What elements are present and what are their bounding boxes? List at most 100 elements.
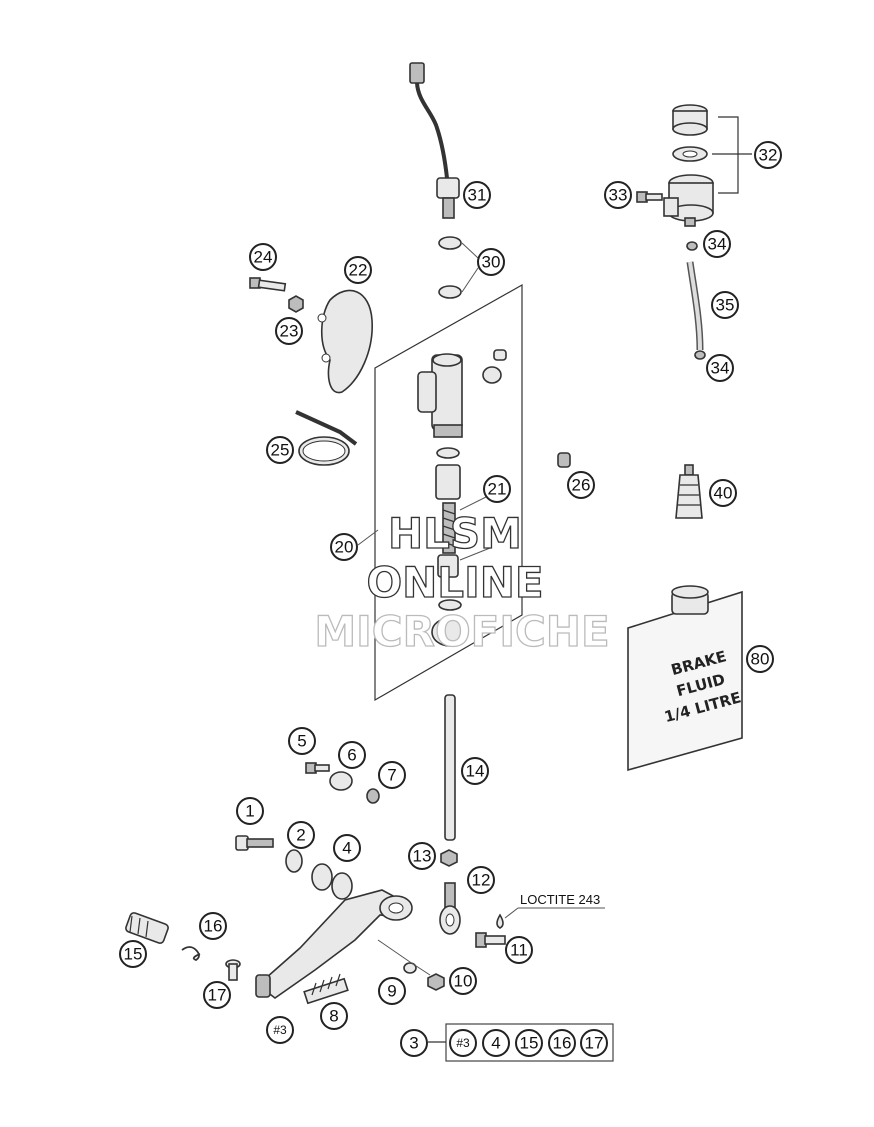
assembly-outline	[374, 283, 523, 702]
svg-text:35: 35	[716, 296, 735, 315]
loctite-note: LOCTITE 243	[520, 892, 600, 907]
svg-text:7: 7	[387, 766, 396, 785]
callout-34-lower: 34	[706, 354, 734, 382]
svg-text:25: 25	[271, 441, 290, 460]
bearing-right	[331, 872, 353, 900]
nut-10	[427, 973, 445, 991]
callout-3-pedal: #3	[266, 1016, 294, 1044]
kit-item-4: 4	[482, 1029, 510, 1057]
reservoir	[663, 104, 714, 227]
washer-upper	[438, 236, 462, 250]
hose-clip-upper	[686, 241, 698, 251]
callout-5: 5	[288, 727, 316, 755]
svg-text:15: 15	[520, 1034, 539, 1053]
callout-4: 4	[333, 834, 361, 862]
callout-10: 10	[449, 967, 477, 995]
screw-33	[636, 191, 663, 203]
svg-text:4: 4	[342, 839, 351, 858]
svg-text:8: 8	[329, 1007, 338, 1026]
watermark-line2: ONLINE	[366, 558, 543, 607]
svg-text:5: 5	[297, 732, 306, 751]
svg-text:6: 6	[347, 746, 356, 765]
brake-pedal	[255, 889, 413, 999]
bolt-24	[249, 277, 287, 292]
callout-31: 31	[463, 181, 491, 209]
svg-text:31: 31	[468, 186, 487, 205]
pedal-tip	[125, 912, 169, 944]
bolt-5	[305, 762, 330, 774]
washer-9	[403, 962, 417, 974]
callout-15: 15	[119, 940, 147, 968]
callout-33: 33	[604, 181, 632, 209]
callout-22: 22	[344, 256, 372, 284]
washer-lower	[438, 285, 462, 299]
callout-35: 35	[711, 291, 739, 319]
callout-20: 20	[330, 533, 358, 561]
callout-25: 25	[266, 436, 294, 464]
kit-item-3: #3	[449, 1029, 477, 1057]
callout-32: 32	[754, 141, 782, 169]
svg-text:17: 17	[585, 1034, 604, 1053]
callout-80: 80	[746, 645, 774, 673]
watermark-line3: MICROFICHE	[314, 607, 609, 656]
callout-13: 13	[408, 842, 436, 870]
svg-text:80: 80	[751, 650, 770, 669]
svg-text:10: 10	[454, 972, 473, 991]
hose-clip-lower	[694, 350, 706, 360]
svg-text:#3: #3	[273, 1023, 287, 1037]
bushing-6	[329, 771, 353, 791]
callout-7: 7	[378, 761, 406, 789]
return-spring	[303, 973, 349, 1005]
svg-text:12: 12	[472, 871, 491, 890]
callout-3: 3	[400, 1029, 428, 1057]
kit-item-17: 17	[580, 1029, 608, 1057]
callout-40: 40	[709, 479, 737, 507]
callout-21: 21	[483, 475, 511, 503]
svg-text:9: 9	[387, 982, 396, 1001]
svg-text:21: 21	[488, 480, 507, 499]
watermark-line1: HLSM	[388, 509, 522, 558]
svg-text:26: 26	[572, 476, 591, 495]
svg-text:15: 15	[124, 945, 143, 964]
callout-23: 23	[275, 317, 303, 345]
boot	[431, 617, 469, 647]
master-cylinder-body	[417, 349, 507, 438]
callout-16: 16	[199, 912, 227, 940]
svg-text:#3: #3	[456, 1036, 470, 1050]
callout-24: 24	[249, 243, 277, 271]
piston	[435, 464, 461, 500]
svg-text:14: 14	[466, 762, 485, 781]
callout-12: 12	[467, 866, 495, 894]
svg-text:30: 30	[482, 253, 501, 272]
svg-text:16: 16	[553, 1034, 572, 1053]
nut-23	[288, 295, 304, 313]
push-rod	[444, 694, 456, 841]
svg-text:22: 22	[349, 261, 368, 280]
svg-text:40: 40	[714, 484, 733, 503]
svg-text:3: 3	[409, 1034, 418, 1053]
svg-text:1: 1	[245, 802, 254, 821]
callout-2: 2	[287, 821, 315, 849]
callout-6: 6	[338, 741, 366, 769]
svg-text:17: 17	[208, 986, 227, 1005]
svg-text:34: 34	[711, 359, 730, 378]
callout-11: 11	[505, 936, 533, 964]
callout-30: 30	[477, 248, 505, 276]
callout-26: 26	[567, 471, 595, 499]
svg-text:20: 20	[335, 538, 354, 557]
brake-light-switch	[409, 62, 460, 219]
svg-text:32: 32	[759, 146, 778, 165]
svg-text:13: 13	[413, 847, 432, 866]
svg-text:2: 2	[296, 826, 305, 845]
svg-text:33: 33	[609, 186, 628, 205]
brake-fluid-can	[627, 585, 743, 772]
callout-34-upper: 34	[703, 230, 731, 258]
clevis	[439, 882, 461, 935]
bolt-11	[475, 932, 506, 948]
loctite-drop	[496, 913, 504, 929]
kit-item-15: 15	[515, 1029, 543, 1057]
callout-9: 9	[378, 977, 406, 1005]
nut-13	[440, 849, 458, 867]
svg-text:11: 11	[510, 941, 528, 960]
